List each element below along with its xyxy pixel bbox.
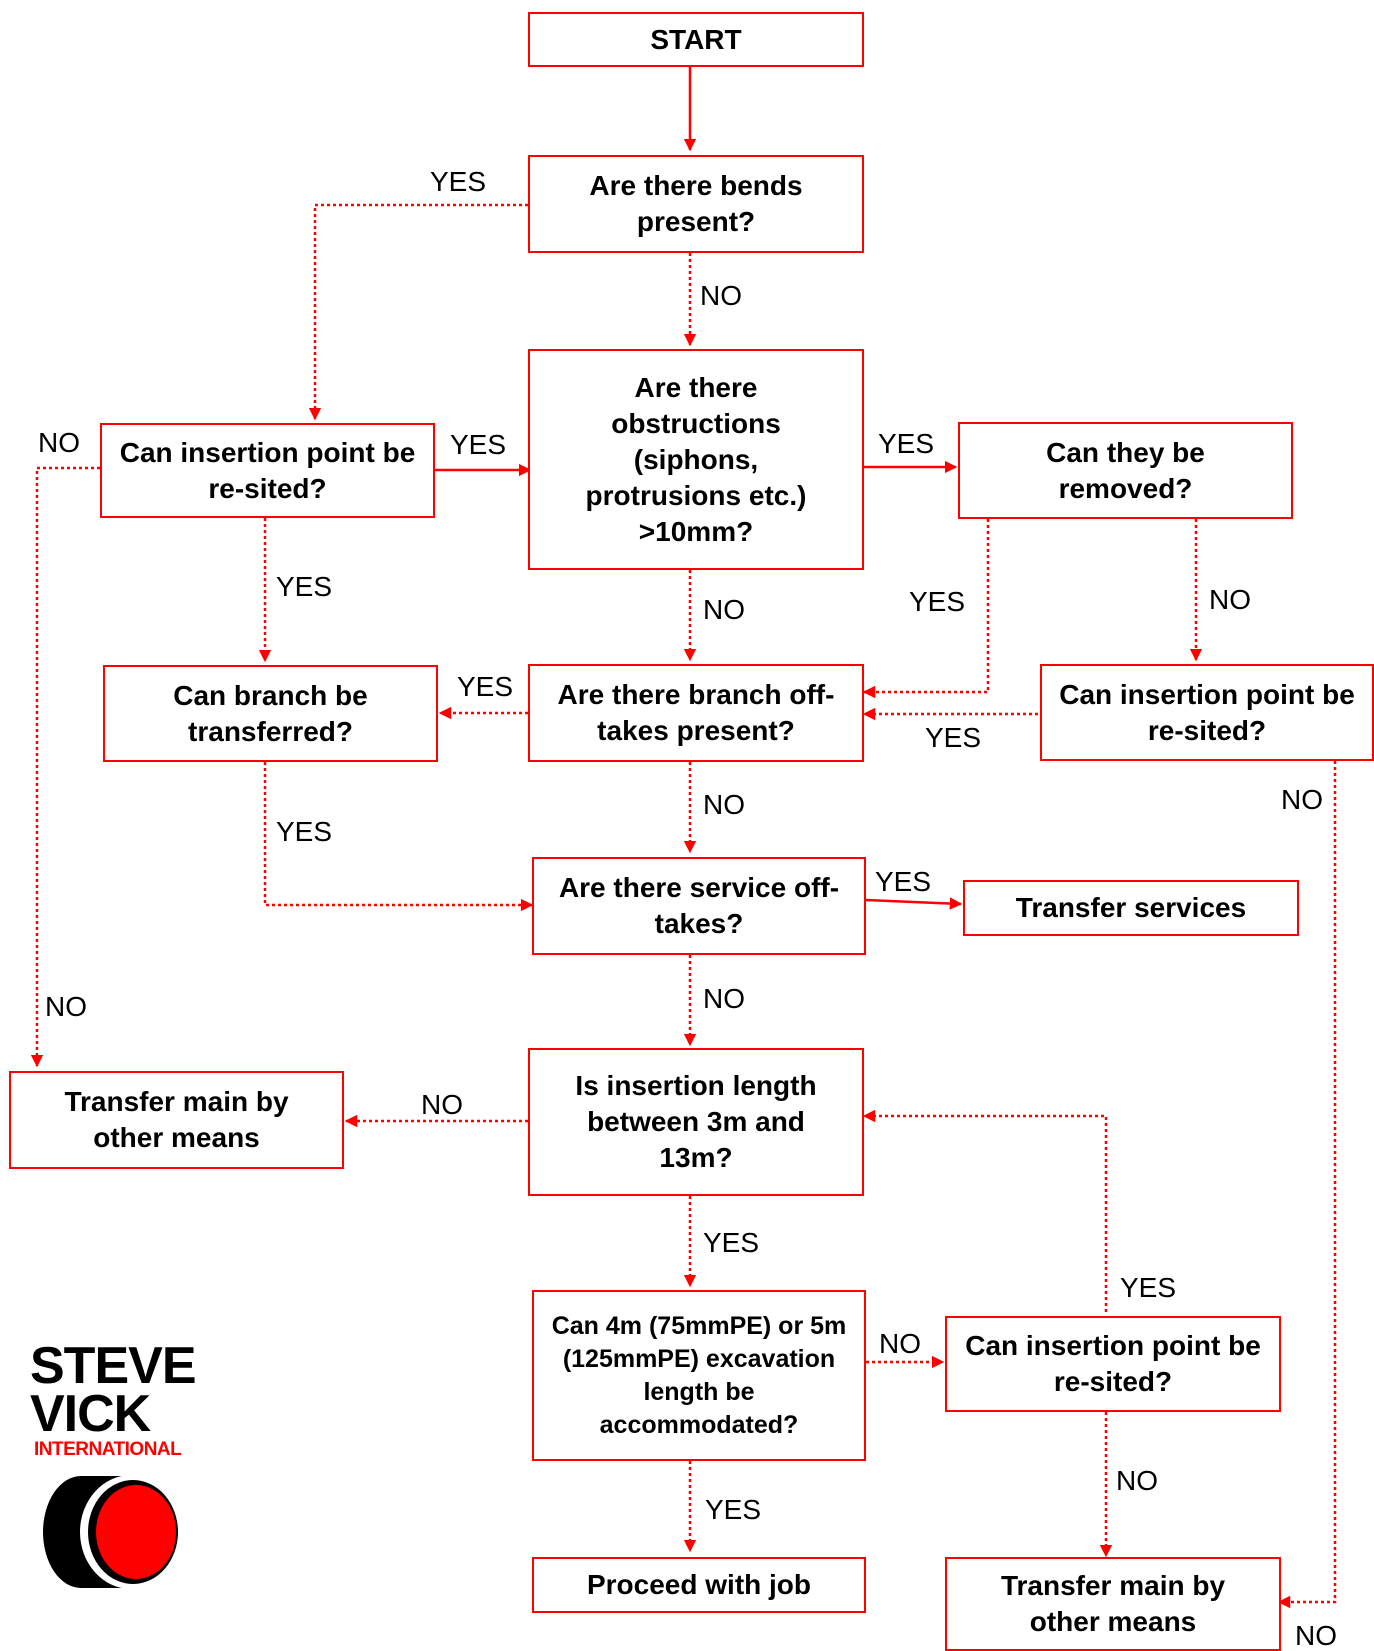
- label-excavation-no: NO: [879, 1328, 921, 1359]
- label-insertion-length-no: NO: [421, 1089, 463, 1120]
- node-branch-offtakes: Are there branch off-takes present?: [528, 664, 864, 762]
- label-resite-left-yes-down: YES: [276, 571, 333, 602]
- label-removed-no: NO: [1209, 584, 1251, 615]
- label-bottom-right-no: NO: [1295, 1620, 1337, 1651]
- label-service-offtakes-yes: YES: [875, 866, 932, 897]
- label-obstructions-yes: YES: [878, 428, 935, 459]
- label-branch-transfer-yes: YES: [276, 816, 333, 847]
- label-resite-right-yes: YES: [925, 722, 982, 753]
- edge-resite-right-no: [1277, 761, 1337, 1609]
- label-branch-offtakes-yes: YES: [457, 671, 514, 702]
- label-service-offtakes-no: NO: [703, 983, 745, 1014]
- label-bends-yes: YES: [430, 166, 487, 197]
- label-resite-left-no: NO: [38, 427, 80, 458]
- label-resite-right-no: NO: [1281, 784, 1323, 815]
- node-resite-right: Can insertion point be re-sited?: [1040, 664, 1374, 761]
- node-service-offtakes: Are there service off-takes?: [532, 857, 866, 955]
- node-transfer-services: Transfer services: [963, 880, 1299, 936]
- label-bends-no: NO: [700, 280, 742, 311]
- label-insertion-length-yes: YES: [703, 1227, 760, 1258]
- node-resite-left: Can insertion point be re-sited?: [100, 423, 435, 518]
- node-excavation: Can 4m (75mmPE) or 5m (125mmPE) excavati…: [532, 1290, 866, 1461]
- label-left-no: NO: [45, 991, 87, 1022]
- node-transfer-main-bottom: Transfer main by other means: [945, 1557, 1281, 1651]
- label-resite-left-yes-right: YES: [450, 429, 507, 460]
- label-removed-yes: YES: [909, 586, 966, 617]
- edge-resite-bottom-yes: [862, 1109, 1108, 1312]
- logo-line1: STEVE: [30, 1337, 196, 1395]
- logo-line2: VICK: [30, 1385, 151, 1443]
- label-obstructions-no: NO: [703, 594, 745, 625]
- node-bends: Are there bends present?: [528, 155, 864, 253]
- label-resite-bottom-yes: YES: [1120, 1272, 1177, 1303]
- label-excavation-yes: YES: [705, 1494, 762, 1525]
- node-start: START: [528, 12, 864, 67]
- logo-line3: INTERNATIONAL: [34, 1439, 182, 1460]
- edge-bends-yes: [308, 203, 528, 421]
- edge-service-transfer: [865, 897, 963, 910]
- label-resite-bottom-no: NO: [1116, 1465, 1158, 1496]
- node-proceed: Proceed with job: [532, 1557, 866, 1613]
- node-obstructions: Are there obstructions (siphons, protrus…: [528, 349, 864, 570]
- edge-resite-left-no: [30, 466, 100, 1068]
- edge-branch-transfer-yes: [263, 762, 534, 912]
- steve-vick-logo: STEVE VICK INTERNATIONAL: [26, 1340, 226, 1590]
- node-insertion-length: Is insertion length between 3m and 13m?: [528, 1048, 864, 1196]
- node-removed: Can they be removed?: [958, 422, 1293, 519]
- label-branch-offtakes-no: NO: [703, 789, 745, 820]
- node-resite-bottom: Can insertion point be re-sited?: [945, 1316, 1281, 1412]
- node-transfer-main-left: Transfer main by other means: [9, 1071, 344, 1169]
- pipe-logo-icon: [43, 1475, 182, 1589]
- node-branch-transfer: Can branch be transferred?: [103, 665, 438, 762]
